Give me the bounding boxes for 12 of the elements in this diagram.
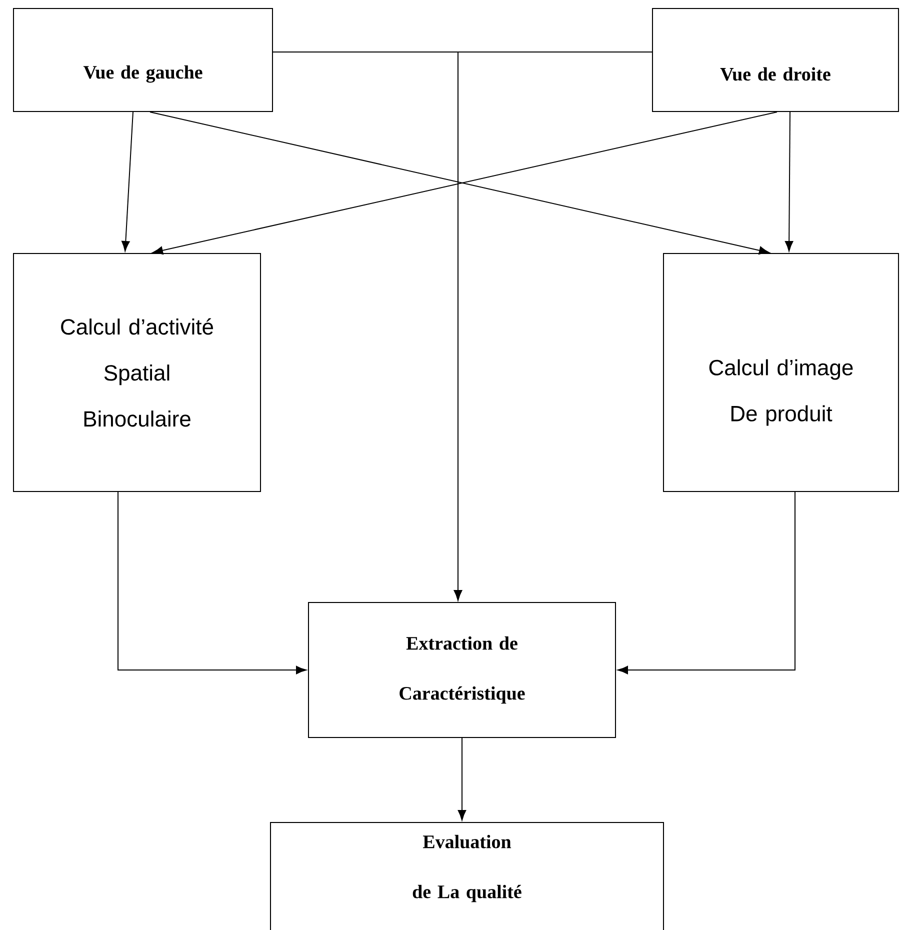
- arrow: [458, 738, 466, 820]
- process-box: Calcul d’image De produit: [663, 253, 899, 492]
- process-box: Vue de gauche: [13, 8, 273, 112]
- process-box: Evaluation de La qualité: [270, 822, 664, 930]
- arrow: [122, 112, 134, 252]
- arrow: [454, 52, 652, 600]
- arrow: [784, 112, 794, 252]
- process-box: Calcul d’activité Spatial Binoculaire: [13, 253, 261, 492]
- arrow: [118, 492, 306, 674]
- process-box: Vue de droite: [652, 8, 899, 112]
- arrow: [618, 492, 796, 674]
- process-box: Extraction de Caractéristique: [308, 602, 616, 738]
